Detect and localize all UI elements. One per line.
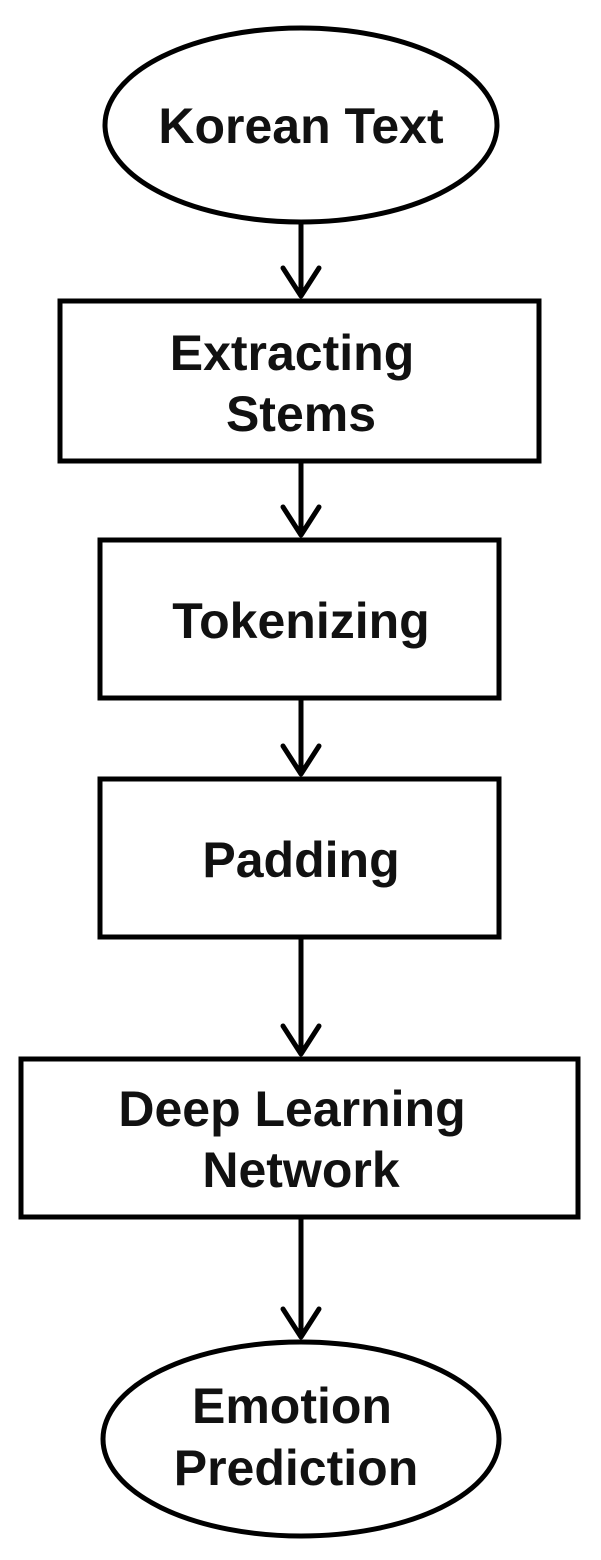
node-deep-learning-network: Deep Learning Network <box>18 1056 581 1220</box>
edge-tokenizing-to-padding <box>280 698 322 777</box>
edge-2-arrowhead <box>280 504 322 538</box>
edge-5-arrowhead <box>280 1306 322 1340</box>
edge-padding-to-deep-learning-network <box>280 937 322 1057</box>
edge-deep-learning-network-to-emotion-prediction <box>280 1217 322 1340</box>
node-extracting-stems-shape <box>57 298 542 464</box>
edge-extracting-stems-to-tokenizing <box>280 461 322 538</box>
node-extracting-stems: Extracting Stems <box>57 298 542 464</box>
node-emotion-prediction-label-line1: Emotion <box>192 1378 392 1434</box>
node-tokenizing-shape <box>97 537 502 701</box>
node-emotion-prediction-label-line2: Prediction <box>174 1440 418 1496</box>
node-korean-text: Korean Text <box>102 25 500 225</box>
node-emotion-prediction-shape <box>100 1339 502 1539</box>
node-extracting-stems-label-line2: Stems <box>226 386 376 442</box>
node-padding-label: Padding <box>202 832 399 888</box>
node-deep-learning-network-label-line2: Network <box>202 1142 399 1198</box>
node-emotion-prediction: Emotion Prediction <box>100 1339 502 1539</box>
edge-4-arrowhead <box>280 1023 322 1057</box>
edge-3-arrowhead <box>280 743 322 777</box>
edge-korean-text-to-extracting-stems <box>280 222 322 299</box>
node-korean-text-label: Korean Text <box>158 98 444 154</box>
node-deep-learning-network-label-line1: Deep Learning <box>118 1081 465 1137</box>
node-padding: Padding <box>97 776 502 940</box>
node-tokenizing: Tokenizing <box>97 537 502 701</box>
node-padding-shape <box>97 776 502 940</box>
node-extracting-stems-label-line1: Extracting <box>170 325 415 381</box>
node-tokenizing-label: Tokenizing <box>172 593 429 649</box>
edge-1-arrowhead <box>280 265 322 299</box>
